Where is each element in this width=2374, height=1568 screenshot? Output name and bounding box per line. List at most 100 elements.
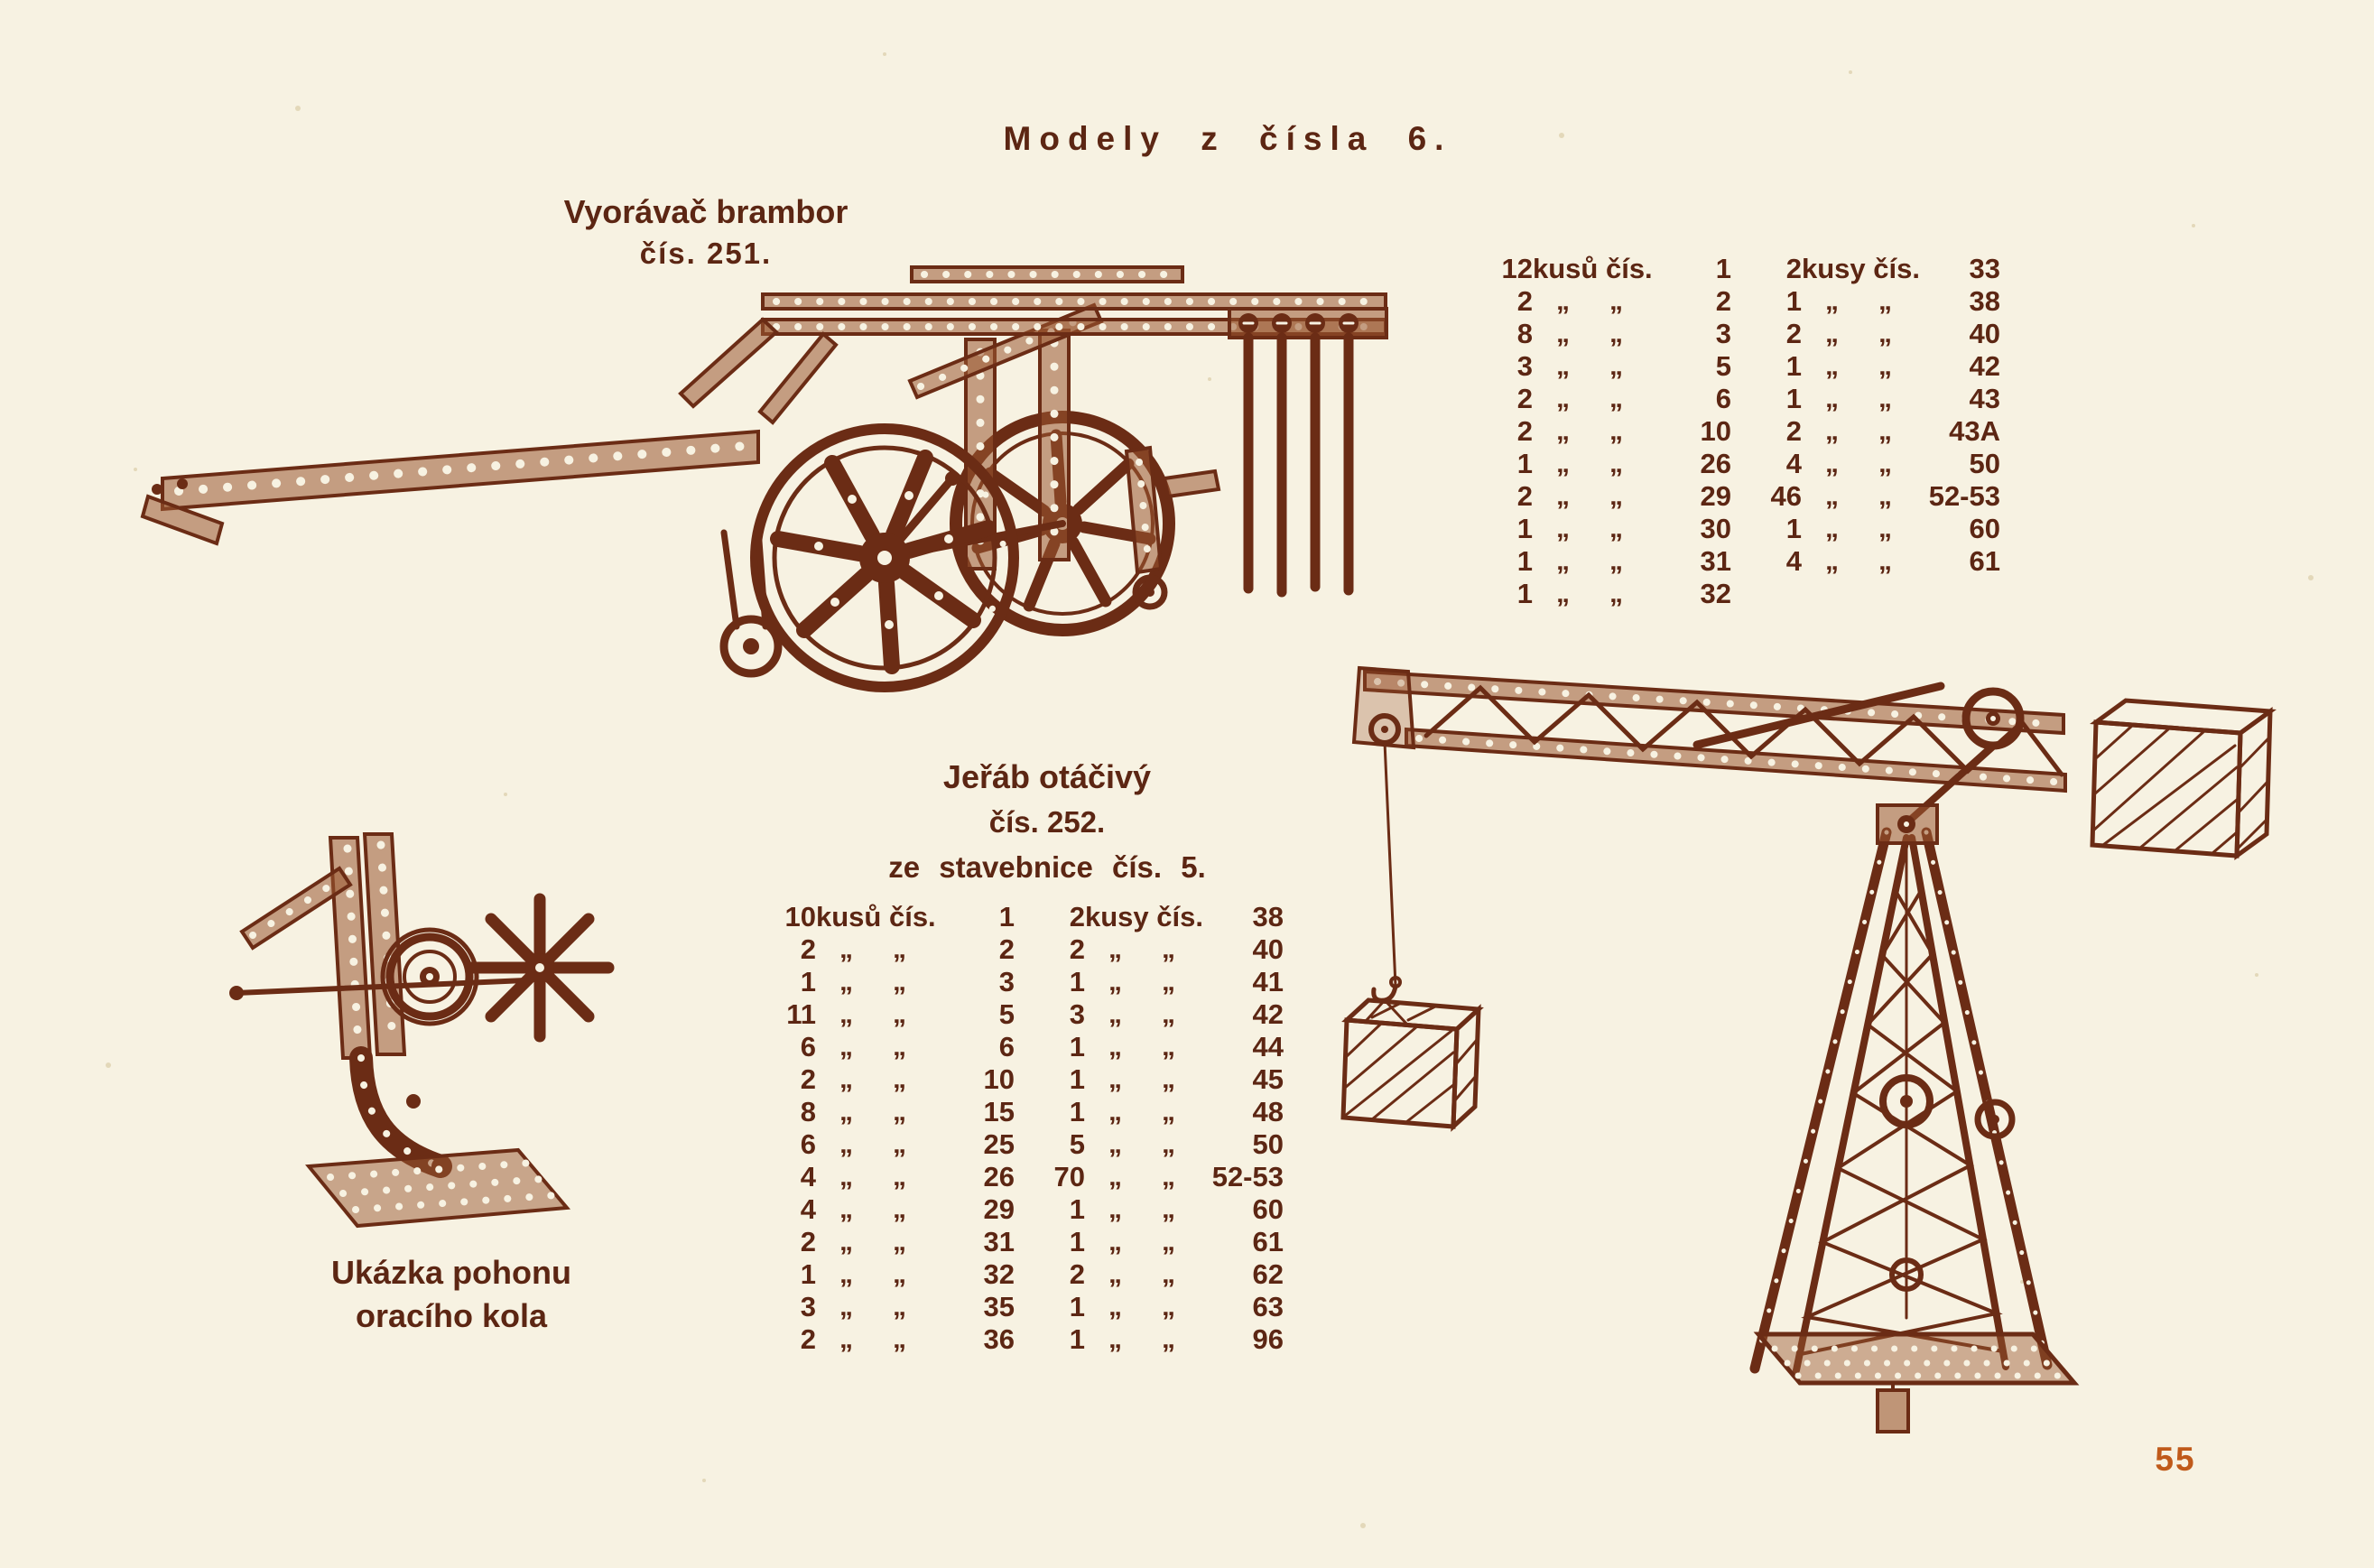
- ditto-mark: „: [839, 1097, 853, 1127]
- ditto-marks-cell: „„: [1802, 513, 1915, 545]
- ditto-mark: „: [1162, 967, 1175, 997]
- part-number-cell: 43: [1969, 383, 2000, 414]
- drive-example-caption: Ukázka pohonu oracího kola: [262, 1251, 641, 1338]
- quantity-cell: 8: [800, 1096, 816, 1127]
- ditto-marks-cell: „„: [1085, 1063, 1199, 1096]
- ditto-mark: „: [893, 1032, 906, 1062]
- quantity-cell: 3: [1069, 998, 1085, 1030]
- ditto-mark: „: [839, 1227, 853, 1257]
- part-number-cell: 25: [983, 1128, 1015, 1160]
- ditto-mark: „: [839, 1129, 853, 1159]
- ditto-marks-cell: „„: [1533, 285, 1646, 318]
- quantity-cell: 6: [800, 1128, 816, 1160]
- quantity-cell: 1: [1069, 1193, 1085, 1225]
- parts-row: 2„„29: [1482, 480, 1731, 513]
- quantity-cell: 3: [800, 1291, 816, 1322]
- crane-jib: [1351, 665, 2067, 827]
- quantity-cell: 10: [784, 901, 816, 932]
- quantity-cell: 4: [800, 1193, 816, 1225]
- ditto-mark: „: [839, 1064, 853, 1094]
- ditto-mark: „: [1609, 514, 1623, 543]
- ditto-mark: „: [1609, 416, 1623, 446]
- parts-row: 1„„3: [765, 966, 1015, 998]
- ditto-mark: „: [1609, 449, 1623, 478]
- ditto-mark: „: [1609, 546, 1623, 576]
- part-number-cell: 1: [998, 901, 1015, 932]
- parts-row: 1„„48: [1034, 1096, 1284, 1128]
- quantity-cell: 1: [800, 1258, 816, 1290]
- ditto-marks-cell: „„: [1533, 480, 1646, 513]
- parts-row: 1„„45: [1034, 1063, 1284, 1096]
- model-251-number: čís. 251.: [639, 237, 773, 270]
- part-number-cell: 29: [1700, 480, 1731, 512]
- ditto-marks-cell: „„: [1533, 415, 1646, 448]
- part-number-cell: 32: [983, 1258, 1015, 1290]
- part-number-cell: 35: [983, 1291, 1015, 1322]
- part-number-cell: 40: [1252, 933, 1284, 965]
- ditto-mark: „: [893, 1064, 906, 1094]
- ditto-mark: „: [1162, 1032, 1175, 1062]
- quantity-cell: 2: [1785, 415, 1802, 447]
- ditto-mark: „: [893, 934, 906, 964]
- ditto-marks-cell: „„: [816, 1063, 930, 1096]
- part-number-cell: 41: [1252, 966, 1284, 997]
- part-number-cell: 60: [1969, 513, 2000, 544]
- ditto-mark: „: [1556, 351, 1570, 381]
- ditto-marks-cell: „„: [816, 1128, 930, 1161]
- ditto-mark: „: [1108, 1162, 1122, 1192]
- parts-row: 1„„38: [1751, 285, 2000, 318]
- support-wheel: [719, 525, 783, 678]
- unit-label-cell: kusy čís.: [1085, 901, 1203, 932]
- part-number-cell: 15: [983, 1096, 1015, 1127]
- ditto-mark: „: [1878, 384, 1892, 413]
- parts-row: 2„„40: [1751, 318, 2000, 350]
- ditto-mark: „: [1162, 1227, 1175, 1257]
- parts-row: 4„„50: [1751, 448, 2000, 480]
- ditto-mark: „: [1825, 384, 1839, 413]
- ditto-marks-cell: „„: [816, 998, 930, 1031]
- quantity-cell: 2: [1516, 285, 1533, 317]
- quantity-cell: 12: [1501, 253, 1533, 284]
- model-252-kit-note: ze stavebnice čís. 5.: [888, 850, 1206, 884]
- ditto-mark: „: [839, 1292, 853, 1322]
- ditto-mark: „: [1878, 449, 1892, 478]
- ditto-mark: „: [893, 1097, 906, 1127]
- ditto-mark: „: [1825, 449, 1839, 478]
- part-number-cell: 29: [983, 1193, 1015, 1225]
- ditto-mark: „: [1878, 481, 1892, 511]
- quantity-cell: 2: [1069, 933, 1085, 965]
- part-number-cell: 50: [1969, 448, 2000, 479]
- ditto-mark: „: [1108, 934, 1122, 964]
- rotating-crane-illustration: [1340, 665, 2277, 1433]
- ditto-marks-cell: „„: [816, 1226, 930, 1258]
- part-number-cell: 31: [1700, 545, 1731, 577]
- ditto-mark: „: [839, 1324, 853, 1354]
- ditto-mark: „: [1162, 1259, 1175, 1289]
- parts-row: 4„„29: [765, 1193, 1015, 1226]
- quantity-cell: 46: [1770, 480, 1802, 512]
- ditto-marks-cell: „„: [1085, 1193, 1199, 1226]
- part-number-cell: 36: [983, 1323, 1015, 1355]
- parts-row: 11„„5: [765, 998, 1015, 1031]
- ditto-marks-cell: „„: [1802, 285, 1915, 318]
- ditto-mark: „: [1556, 514, 1570, 543]
- parts-row: 2„„62: [1034, 1258, 1284, 1291]
- ditto-mark: „: [1108, 1324, 1122, 1354]
- ditto-mark: „: [1108, 1032, 1122, 1062]
- part-number-cell: 96: [1252, 1323, 1284, 1355]
- ditto-mark: „: [1162, 1324, 1175, 1354]
- quantity-cell: 1: [1069, 966, 1085, 997]
- quantity-cell: 8: [1516, 318, 1533, 349]
- pulley-wheel: [380, 927, 479, 1026]
- ditto-mark: „: [1825, 319, 1839, 348]
- drive-example-line2: oracího kola: [355, 1297, 548, 1334]
- part-number-cell: 60: [1252, 1193, 1284, 1225]
- ditto-mark: „: [839, 1259, 853, 1289]
- part-number-cell: 33: [1969, 253, 2000, 284]
- ditto-mark: „: [1556, 449, 1570, 478]
- ditto-marks-cell: „„: [1533, 448, 1646, 480]
- ditto-marks-cell: „„: [1085, 1161, 1199, 1193]
- ditto-mark: „: [1556, 546, 1570, 576]
